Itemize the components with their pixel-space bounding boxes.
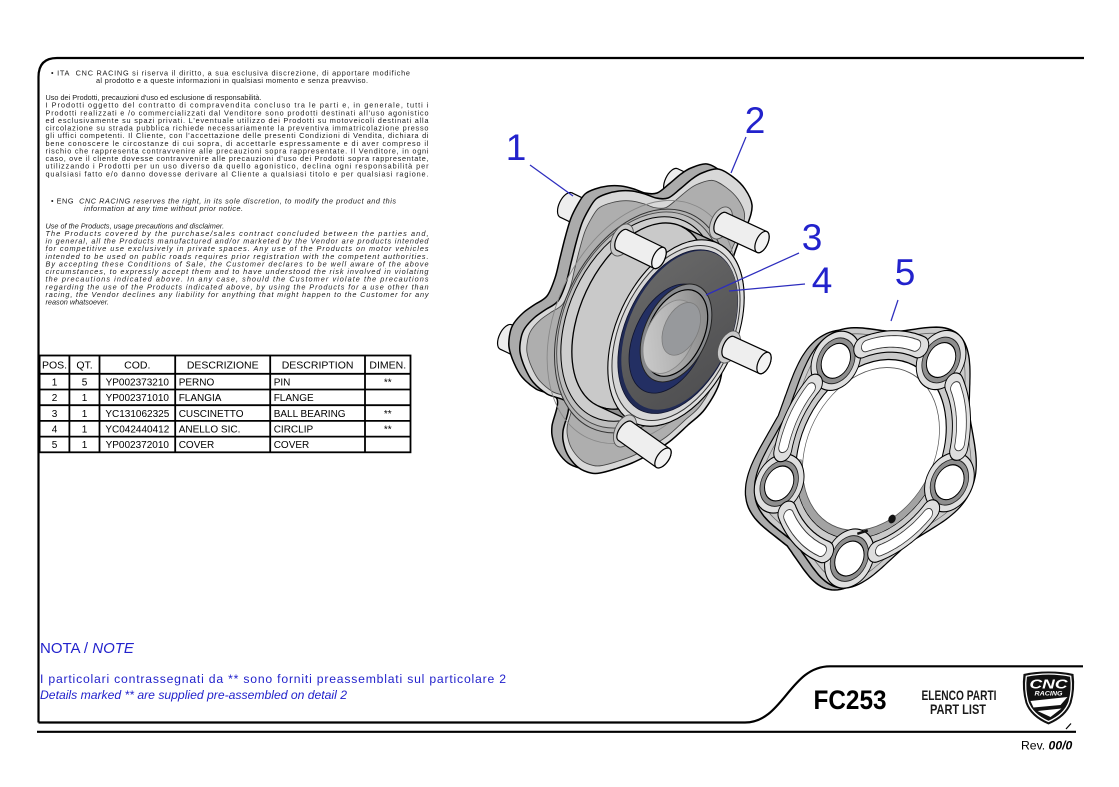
svg-text:circumstances, to expressly: circumstances, to expressly accept them … — [46, 267, 429, 276]
svg-text:BALL BEARING: BALL BEARING — [274, 409, 346, 420]
svg-text:Uso dei Prodotti, precauzioni: Uso dei Prodotti, precauzioni d'uso ed e… — [46, 93, 262, 102]
svg-text:POS.: POS. — [42, 360, 67, 372]
svg-text:Prodotti realizzati e /o co: Prodotti realizzati e /o commercializzat… — [46, 108, 429, 117]
svg-text:3: 3 — [52, 409, 58, 420]
svg-text:DESCRIZIONE: DESCRIZIONE — [187, 360, 259, 372]
svg-text:**: ** — [384, 425, 392, 436]
svg-text:FLANGIA: FLANGIA — [179, 393, 222, 404]
svg-text:5: 5 — [52, 440, 58, 451]
svg-text:YP002373210: YP002373210 — [106, 377, 170, 388]
svg-text:COVER: COVER — [179, 440, 215, 451]
svg-text:Details marked ** are supplied: Details marked ** are supplied pre-assem… — [40, 688, 347, 702]
svg-text:COD.: COD. — [124, 360, 150, 372]
svg-text:rischio che rappresenta: rischio che rappresenta contravvenire al… — [46, 146, 429, 155]
svg-text:2: 2 — [52, 393, 58, 404]
svg-text:ANELLO SIC.: ANELLO SIC. — [179, 425, 241, 436]
svg-text:in general, all the Products m: in general, all the Products manufacture… — [46, 237, 430, 246]
svg-text:• ITA CNC RACING si riserva i: • ITA CNC RACING si riserva il diritto, … — [51, 69, 410, 78]
svg-text:YC042440412: YC042440412 — [105, 425, 169, 436]
svg-text:NOTA / NOTE: NOTA / NOTE — [40, 640, 135, 657]
svg-text:al prodotto e a queste informa: al prodotto e a queste informazioni in q… — [96, 76, 368, 85]
svg-text:5: 5 — [82, 377, 88, 388]
svg-text:1: 1 — [82, 393, 88, 404]
svg-text:1: 1 — [506, 127, 527, 168]
svg-text:**: ** — [384, 409, 392, 420]
svg-text:ELENCO PARTI: ELENCO PARTI — [922, 687, 997, 703]
svg-text:2: 2 — [745, 100, 766, 141]
svg-text:bene conoscere le circosta: bene conoscere le circostanze di cui sop… — [46, 139, 429, 148]
svg-text:5: 5 — [895, 252, 916, 293]
svg-text:DIMEN.: DIMEN. — [369, 360, 406, 372]
svg-text:racing, the Vendor declines: racing, the Vendor declines any liabilit… — [46, 290, 430, 299]
svg-text:RACING: RACING — [1035, 692, 1063, 698]
svg-text:the precautions indicated ab: the precautions indicated above. In any … — [46, 275, 429, 284]
svg-text:FLANGE: FLANGE — [274, 393, 314, 404]
svg-text:PERNO: PERNO — [179, 377, 215, 388]
svg-text:I particolari contrassegnati d: I particolari contrassegnati da ** sono … — [40, 672, 506, 686]
svg-text:YP002371010: YP002371010 — [106, 393, 170, 404]
svg-text:YP002372010: YP002372010 — [106, 440, 170, 451]
svg-text:1: 1 — [52, 377, 58, 388]
svg-text:DESCRIPTION: DESCRIPTION — [282, 360, 354, 372]
svg-text:PART LIST: PART LIST — [930, 701, 986, 717]
svg-text:I Prodotti oggetto del con: I Prodotti oggetto del contratto di comp… — [46, 101, 429, 110]
svg-text:information at any time withou: information at any time without prior no… — [84, 204, 243, 213]
svg-text:1: 1 — [82, 425, 88, 436]
svg-text:gli uffici competenti. Il Clie: gli uffici competenti. Il Cliente, con l… — [46, 131, 429, 140]
svg-text:1: 1 — [82, 440, 88, 451]
svg-text:utilizzando i Prodotti per: utilizzando i Prodotti per un uso divers… — [46, 162, 430, 171]
svg-text:QT.: QT. — [76, 360, 92, 372]
svg-text:4: 4 — [52, 425, 58, 436]
svg-text:circolazione su strada p: circolazione su strada pubblica richiede… — [46, 124, 429, 133]
svg-text:qualsiasi fatto e/o dann: qualsiasi fatto e/o danno dovesse deriva… — [46, 169, 429, 178]
svg-text:**: ** — [384, 377, 392, 388]
svg-text:Use of the Products, usage pre: Use of the Products, usage precautions a… — [46, 221, 225, 230]
svg-text:intended to be used on p: intended to be used on public roads requ… — [46, 252, 429, 261]
svg-text:3: 3 — [802, 217, 823, 258]
svg-text:caso, ove il cliente dovesse c: caso, ove il cliente dovesse contravveni… — [46, 154, 429, 163]
svg-text:ed esclusivamente su spazi: ed esclusivamente su spazi privati. L'ev… — [46, 116, 430, 125]
svg-text:CNC: CNC — [1030, 678, 1069, 692]
svg-text:PIN: PIN — [274, 377, 291, 388]
svg-text:regarding the use of the: regarding the use of the Products indica… — [46, 282, 429, 291]
svg-text:YC131062325: YC131062325 — [105, 409, 169, 420]
svg-text:1: 1 — [82, 409, 88, 420]
svg-text:4: 4 — [812, 260, 833, 301]
svg-text:• ENG CNC RACING reserves the: • ENG CNC RACING reserves the right, in … — [51, 197, 396, 206]
svg-text:CUSCINETTO: CUSCINETTO — [179, 409, 244, 420]
svg-text:CIRCLIP: CIRCLIP — [274, 425, 314, 436]
svg-text:for competitive use exclus: for competitive use exclusively in priva… — [46, 244, 429, 253]
svg-text:By accepting these Conditi: By accepting these Conditions of Sale, t… — [46, 259, 429, 268]
svg-text:COVER: COVER — [274, 440, 310, 451]
svg-text:The Products covered by th: The Products covered by the purchase/sal… — [46, 229, 429, 238]
svg-text:reason whatsoever.: reason whatsoever. — [46, 298, 109, 307]
svg-text:Rev. 00/0: Rev. 00/0 — [1021, 739, 1072, 753]
svg-text:FC253: FC253 — [814, 685, 887, 715]
